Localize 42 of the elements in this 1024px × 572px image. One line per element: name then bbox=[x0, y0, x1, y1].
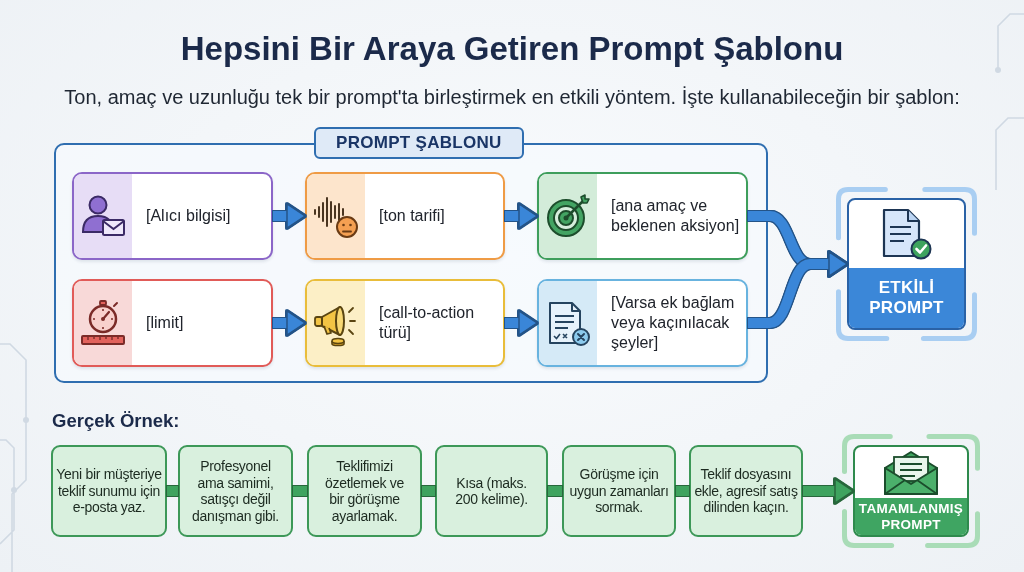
connector-line bbox=[676, 486, 689, 496]
placeholder-text: [ana amaç ve beklenen aksiyon] bbox=[611, 196, 741, 236]
result-banner: ETKİLİ PROMPT bbox=[849, 268, 964, 328]
template-card bbox=[72, 172, 273, 260]
connector-line bbox=[548, 486, 562, 496]
connector-line bbox=[422, 486, 435, 496]
arrow bbox=[273, 310, 306, 336]
template-card bbox=[305, 172, 505, 260]
step-text: Görüşme için uygun zamanları sormak. bbox=[568, 466, 670, 516]
result-card bbox=[847, 198, 966, 330]
arrow bbox=[273, 203, 306, 229]
title: Hepsini Bir Araya Getiren Prompt Şablonu bbox=[180, 30, 844, 68]
step-box bbox=[435, 445, 548, 537]
step-box bbox=[689, 445, 803, 537]
connector-line bbox=[293, 486, 307, 496]
step-box bbox=[307, 445, 422, 537]
template-card bbox=[305, 279, 505, 367]
connector-line bbox=[167, 486, 178, 496]
template-card bbox=[537, 172, 748, 260]
placeholder-text: [Varsa ek bağlam veya kaçınılacak şeyler] bbox=[611, 293, 736, 353]
step-box bbox=[178, 445, 293, 537]
placeholder-text: [ton tarifi] bbox=[379, 206, 445, 226]
result-banner: TAMAMLANMIŞ PROMPT bbox=[855, 498, 967, 535]
step-text: Teklif dosyasını ekle, agresif satış dilinden kaçın. bbox=[693, 466, 799, 516]
step-text: Kısa (maks. 200 kelime). bbox=[454, 474, 529, 508]
template-card bbox=[537, 279, 748, 367]
panel-heading: PROMPT ŞABLONU bbox=[314, 127, 524, 159]
step-text: Teklifimizi özetlemek ve bir görüşme ayarlamak. bbox=[324, 458, 405, 524]
placeholder-text: [limit] bbox=[146, 313, 184, 333]
arrow bbox=[505, 310, 538, 336]
placeholder-text: [Alıcı bilgisi] bbox=[146, 206, 231, 226]
result-card bbox=[853, 445, 969, 537]
arrow bbox=[505, 203, 538, 229]
placeholder-text: [call-to-action türü] bbox=[379, 303, 476, 343]
section-heading: Gerçek Örnek: bbox=[52, 410, 180, 432]
step-box bbox=[51, 445, 167, 537]
arrow bbox=[803, 478, 854, 504]
template-card bbox=[72, 279, 273, 367]
subtitle-text: Ton, amaç ve uzunluğu tek bir prompt'ta birleştirmek en etkili yöntem. İşte kullanabileceğin bir şablon: bbox=[64, 85, 960, 109]
step-text: Yeni bir müşteriye teklif sunumu için e-posta yaz. bbox=[55, 466, 163, 516]
step-box bbox=[562, 445, 676, 537]
step-text: Profesyonel ama samimi, satışçı değil danışman gibi. bbox=[191, 458, 280, 524]
